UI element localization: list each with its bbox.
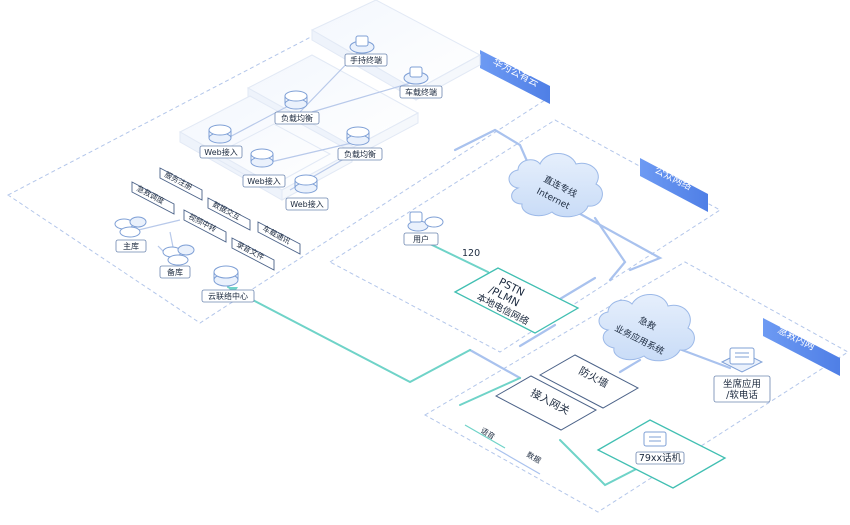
vehicle-terminal-label: 车载终端 (405, 87, 437, 97)
primary-db-label: 主库 (123, 241, 139, 251)
recording-files-module: 录音文件 (231, 237, 275, 271)
load-balancer-tag-1 (274, 111, 320, 125)
emergency-number-120: 120 (462, 248, 480, 259)
phone-label: 79xx话机 (639, 452, 682, 464)
user-label: 用户 (413, 234, 429, 244)
vehicle-terminal-icon (403, 66, 429, 85)
load-balancer-icon (284, 90, 308, 110)
database-cluster-icon (162, 244, 195, 266)
globe-icon (208, 124, 232, 144)
user-tag (403, 232, 439, 246)
primary-db-tag (115, 239, 147, 253)
emergency-system-cloud-icon: 急救 业务应用系统 (598, 294, 695, 362)
contact-center-label: 云联络中心 (208, 291, 248, 301)
load-balancer-label-1: 负载均衡 (281, 113, 313, 123)
platform-stack (178, 0, 482, 201)
contact-center-icon (213, 265, 239, 287)
seat-app-line1: 坐席应用 (723, 378, 761, 390)
contact-center-tag (201, 289, 255, 303)
zone-tag-public-network: 公众网络 (640, 158, 708, 212)
seat-app-monitor-icon (720, 347, 764, 373)
firewall-panel (538, 354, 640, 409)
service-registry-module: 服务注册 (159, 167, 203, 201)
access-gateway-panel (494, 375, 598, 431)
public-cloud-zone (7, 4, 546, 324)
legend: 语音 数据 (464, 424, 543, 475)
handheld-terminal-tag (344, 53, 388, 67)
emergency-dispatch-module: 急救调度 (131, 181, 175, 215)
web-access-label-1: Web接入 (204, 147, 237, 157)
vehicle-comm-module: 车载通讯 (257, 221, 301, 255)
public-network-zone (329, 119, 721, 353)
pstn-panel (453, 267, 580, 334)
web-access-label-2: Web接入 (247, 176, 280, 186)
database-cluster-icon (114, 216, 147, 238)
load-balancer-icon (346, 126, 370, 146)
legend-data: 数据 (525, 449, 543, 465)
load-balancer-tag-2 (337, 147, 383, 161)
globe-icon (294, 174, 318, 194)
zone-tag-public-cloud: 华为公有云 (480, 50, 550, 104)
emergency-intranet-zone (423, 261, 849, 513)
web-access-tag-3 (285, 197, 329, 211)
phone-tag (635, 451, 685, 465)
voice-connections (227, 243, 651, 487)
video-relay-module: 视频中转 (183, 209, 227, 243)
vehicle-terminal-tag (399, 85, 443, 99)
data-connections (453, 128, 732, 380)
seat-app-line2: /软电话 (726, 389, 758, 401)
phone-icon (643, 431, 667, 447)
legend-voice: 语音 (479, 425, 497, 441)
web-access-tag-1 (199, 145, 243, 159)
seat-app-tag (713, 375, 771, 403)
globe-icon (250, 148, 274, 168)
web-access-tag-2 (242, 174, 286, 188)
backup-db-label: 备库 (167, 267, 183, 277)
load-balancer-label-2: 负载均衡 (344, 149, 376, 159)
user-icon (407, 211, 444, 232)
backup-db-tag (159, 265, 191, 279)
internet-cloud-icon: 直连专线 Internet (508, 153, 603, 218)
handheld-terminal-label: 手持终端 (350, 55, 382, 65)
handheld-terminal-icon (349, 35, 375, 54)
web-access-label-3: Web接入 (290, 199, 323, 209)
